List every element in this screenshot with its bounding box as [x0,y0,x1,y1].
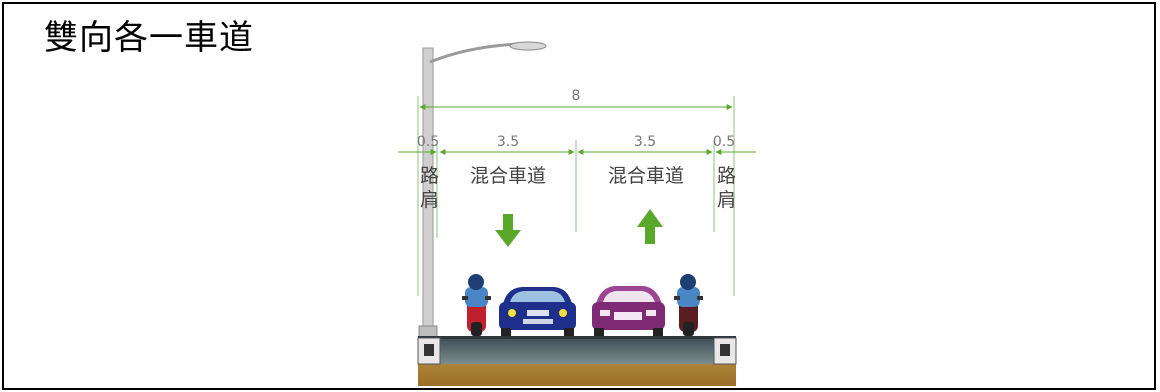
shoulder-left-label-1: 路 [420,165,439,187]
page-title: 雙向各一車道 [44,18,254,58]
total-dimension: 8 [419,88,733,110]
road-surface [418,338,736,364]
shoulder-right-label-1: 路 [717,165,736,187]
extension-lines [417,96,735,296]
lane-left-width: 3.5 [497,134,519,150]
shoulder-left-label-2: 肩 [420,189,439,211]
street-lamp-icon [418,41,547,341]
lane-right-width: 3.5 [634,134,656,150]
road-section [417,336,737,386]
down-arrow-icon [495,214,521,247]
shoulder-left-width: 0.5 [417,134,439,150]
car-icon [499,287,576,336]
segment-labels: 路 肩 混合車道 混合車道 路 肩 [420,165,736,211]
car-icon [592,286,665,336]
lane-left-label: 混合車道 [470,165,546,187]
scooter-icon [462,274,491,336]
lane-right-label: 混合車道 [608,165,684,187]
up-arrow-icon [637,209,663,244]
segment-dimensions: 0.5 3.5 3.5 0.5 [398,134,756,155]
total-width-label: 8 [572,88,581,104]
scooter-icon [674,274,703,336]
shoulder-right-width: 0.5 [713,134,735,150]
shoulder-right-label-2: 肩 [717,189,736,211]
